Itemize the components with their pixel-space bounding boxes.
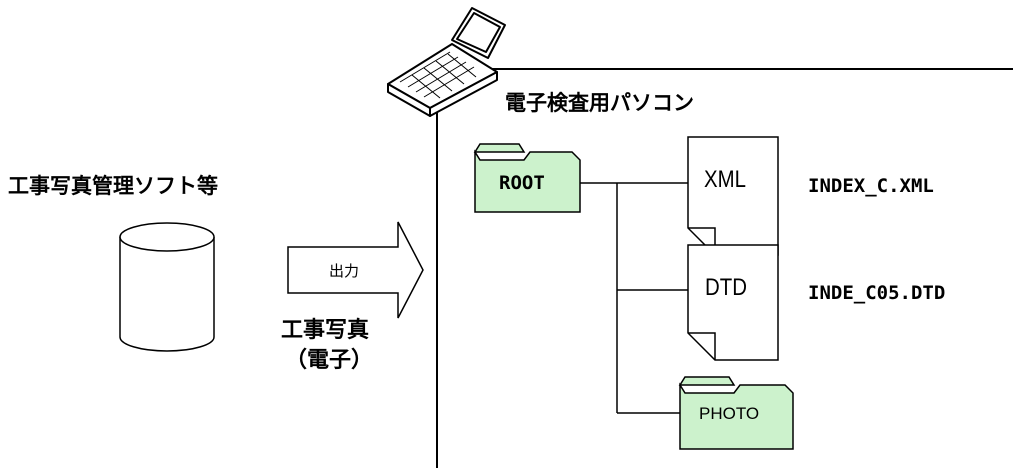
root-folder-icon	[473, 143, 581, 213]
xml-document-icon	[687, 136, 779, 256]
photo-folder-label: PHOTO	[699, 404, 760, 423]
photo-folder-icon	[678, 376, 794, 450]
dtd-filename: INDE_C05.DTD	[808, 282, 946, 304]
dtd-document-icon	[687, 244, 779, 361]
tree-connectors	[580, 182, 688, 414]
laptop-icon	[387, 7, 506, 117]
photos-label-line2: （電子）	[285, 348, 374, 373]
xml-document-label: XML	[704, 166, 746, 193]
pc-label: 電子検査用パソコン	[505, 91, 694, 115]
output-arrow-label: 出力	[329, 262, 360, 280]
xml-filename: INDEX_C.XML	[808, 175, 934, 197]
software-label: 工事写真管理ソフト等	[8, 174, 218, 198]
dtd-document-label: DTD	[705, 274, 747, 301]
output-arrow-shape	[287, 221, 424, 319]
photos-label-line1: 工事写真	[281, 318, 370, 343]
root-folder-label: ROOT	[499, 172, 545, 194]
database-icon	[119, 222, 215, 352]
